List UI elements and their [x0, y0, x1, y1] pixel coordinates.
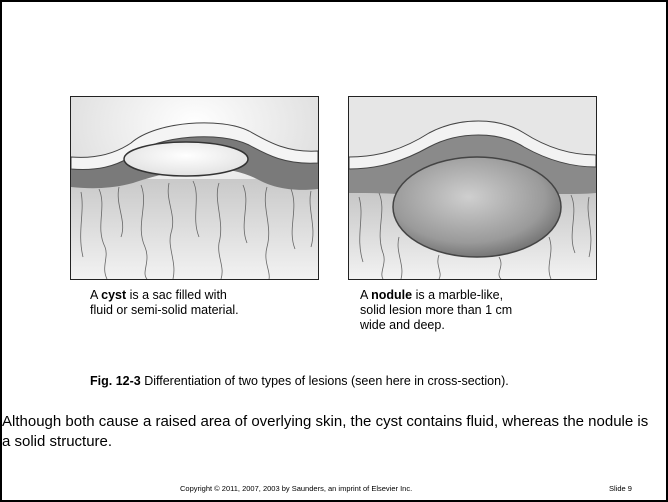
- cyst-caption-line-2: fluid or semi-solid material.: [90, 303, 310, 318]
- figure-label: Fig. 12-3: [90, 374, 141, 388]
- figure-caption-text: Differentiation of two types of lesions …: [141, 374, 509, 388]
- body-text: Although both cause a raised area of ove…: [2, 412, 652, 452]
- nodule-illustration: [348, 96, 597, 280]
- cyst-caption-line-1: A cyst is a sac filled with: [90, 288, 310, 303]
- nodule-caption-prefix: A: [360, 288, 371, 302]
- cyst-caption: A cyst is a sac filled with fluid or sem…: [90, 288, 310, 318]
- cyst-caption-rest: is a sac filled with: [126, 288, 227, 302]
- nodule-caption-line-3: wide and deep.: [360, 318, 590, 333]
- cyst-illustration: [70, 96, 319, 280]
- cyst-caption-prefix: A: [90, 288, 101, 302]
- nodule-caption: A nodule is a marble-like, solid lesion …: [360, 288, 590, 333]
- slide-number: Slide 9: [609, 484, 632, 493]
- copyright-notice: Copyright © 2011, 2007, 2003 by Saunders…: [180, 484, 412, 493]
- nodule-term: nodule: [371, 288, 412, 302]
- nodule-caption-rest: is a marble-like,: [412, 288, 503, 302]
- nodule-caption-line-1: A nodule is a marble-like,: [360, 288, 590, 303]
- figure-caption: Fig. 12-3 Differentiation of two types o…: [90, 374, 650, 388]
- nodule-caption-line-2: solid lesion more than 1 cm: [360, 303, 590, 318]
- cyst-term: cyst: [101, 288, 126, 302]
